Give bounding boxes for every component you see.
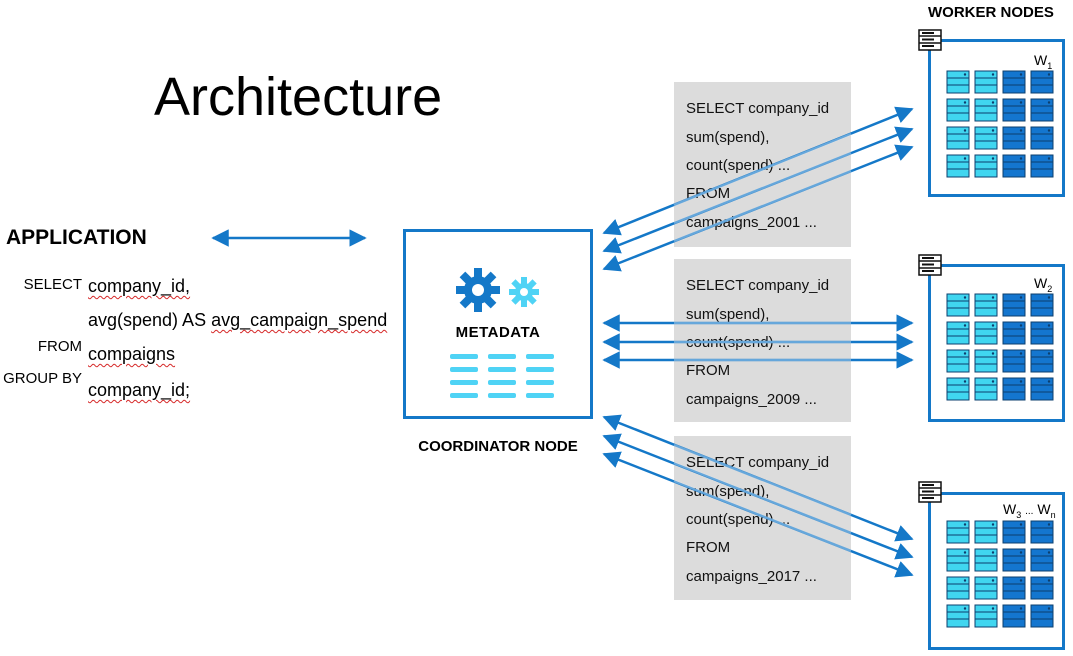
shard-cell xyxy=(1002,349,1026,373)
page-title: Architecture xyxy=(154,67,443,127)
shard-cell xyxy=(974,154,998,178)
shard-cell xyxy=(946,321,970,345)
shard-cell xyxy=(974,377,998,401)
shard-cell xyxy=(1030,576,1054,600)
shard-cell xyxy=(974,520,998,544)
sql-group-by-column: company_id; xyxy=(88,380,191,400)
query-table: campaigns_2009 ... xyxy=(686,391,817,408)
shard-cell xyxy=(1002,126,1026,150)
shard-cell xyxy=(946,349,970,373)
shard-cell xyxy=(946,548,970,572)
worker-node-1: W1 xyxy=(928,39,1065,197)
gear-icon xyxy=(456,268,539,312)
shard-cell xyxy=(946,98,970,122)
shard-cell xyxy=(1002,548,1026,572)
sql-aggregate-alias: avg_campaign_spend xyxy=(211,310,388,330)
shard-cell xyxy=(1002,154,1026,178)
shard-cell xyxy=(946,377,970,401)
shard-cell xyxy=(946,604,970,628)
shard-cell xyxy=(974,98,998,122)
shard-cell xyxy=(974,349,998,373)
shard-cell xyxy=(1030,548,1054,572)
shard-cell xyxy=(946,154,970,178)
sql-keyword-select: SELECT xyxy=(23,276,82,293)
shard-cell xyxy=(974,548,998,572)
coordinator-label: COORDINATOR NODE xyxy=(418,438,578,455)
worker-label: W1 xyxy=(1034,52,1053,71)
shard-cell xyxy=(1030,520,1054,544)
shard-cell xyxy=(974,576,998,600)
shard-cell xyxy=(1002,604,1026,628)
shard-cell xyxy=(974,604,998,628)
sql-select-column: company_id, xyxy=(88,276,191,296)
shard-cell xyxy=(1030,70,1054,94)
sql-keyword-from: FROM xyxy=(37,338,82,355)
shard-cell xyxy=(1030,377,1054,401)
server-icon xyxy=(918,29,942,51)
arrow-w1-c xyxy=(602,144,914,272)
shard-cell xyxy=(1030,321,1054,345)
shard-cell xyxy=(1002,576,1026,600)
shard-cell xyxy=(1030,604,1054,628)
shard-cell xyxy=(1002,293,1026,317)
shard-cell xyxy=(1030,98,1054,122)
shard-cell xyxy=(1030,293,1054,317)
shard-cell xyxy=(946,520,970,544)
worker-label: W2 xyxy=(1034,275,1053,294)
sql-from-table: compaigns xyxy=(88,344,176,364)
metadata-table-icon xyxy=(450,354,554,398)
sql-keyword-group-by: GROUP BY xyxy=(3,370,82,387)
worker-shards-grid xyxy=(946,293,1054,401)
worker-node-3: W3 ... Wn xyxy=(928,492,1065,650)
shard-cell xyxy=(1030,126,1054,150)
shard-cell xyxy=(974,70,998,94)
worker-label: W3 ... Wn xyxy=(1003,501,1056,520)
worker-nodes-title: WORKER NODES xyxy=(928,4,1054,21)
shard-cell xyxy=(974,293,998,317)
metadata-label: METADATA xyxy=(455,324,541,341)
worker-node-2: W2 xyxy=(928,264,1065,422)
shard-cell xyxy=(974,126,998,150)
sql-select-aggregate: avg(spend) AS avg_campaign_spend xyxy=(88,310,387,331)
application-label: APPLICATION xyxy=(6,226,147,249)
server-icon xyxy=(918,254,942,276)
shard-cell xyxy=(946,576,970,600)
shard-cell xyxy=(974,321,998,345)
coordinator-node: METADATA xyxy=(403,229,593,419)
server-icon xyxy=(918,481,942,503)
shard-cell xyxy=(946,70,970,94)
shard-cell xyxy=(1002,520,1026,544)
arrow-w3-c xyxy=(602,451,914,578)
shard-cell xyxy=(1002,70,1026,94)
shard-cell xyxy=(1002,98,1026,122)
shard-cell xyxy=(946,126,970,150)
shard-cell xyxy=(1030,349,1054,373)
worker-shards-grid xyxy=(946,520,1054,628)
sql-aggregate-expression: avg(spend) AS xyxy=(88,310,212,330)
shard-cell xyxy=(946,293,970,317)
shard-cell xyxy=(1002,377,1026,401)
shard-cell xyxy=(1002,321,1026,345)
shard-cell xyxy=(1030,154,1054,178)
worker-shards-grid xyxy=(946,70,1054,178)
query-select: SELECT company_id xyxy=(686,277,830,294)
